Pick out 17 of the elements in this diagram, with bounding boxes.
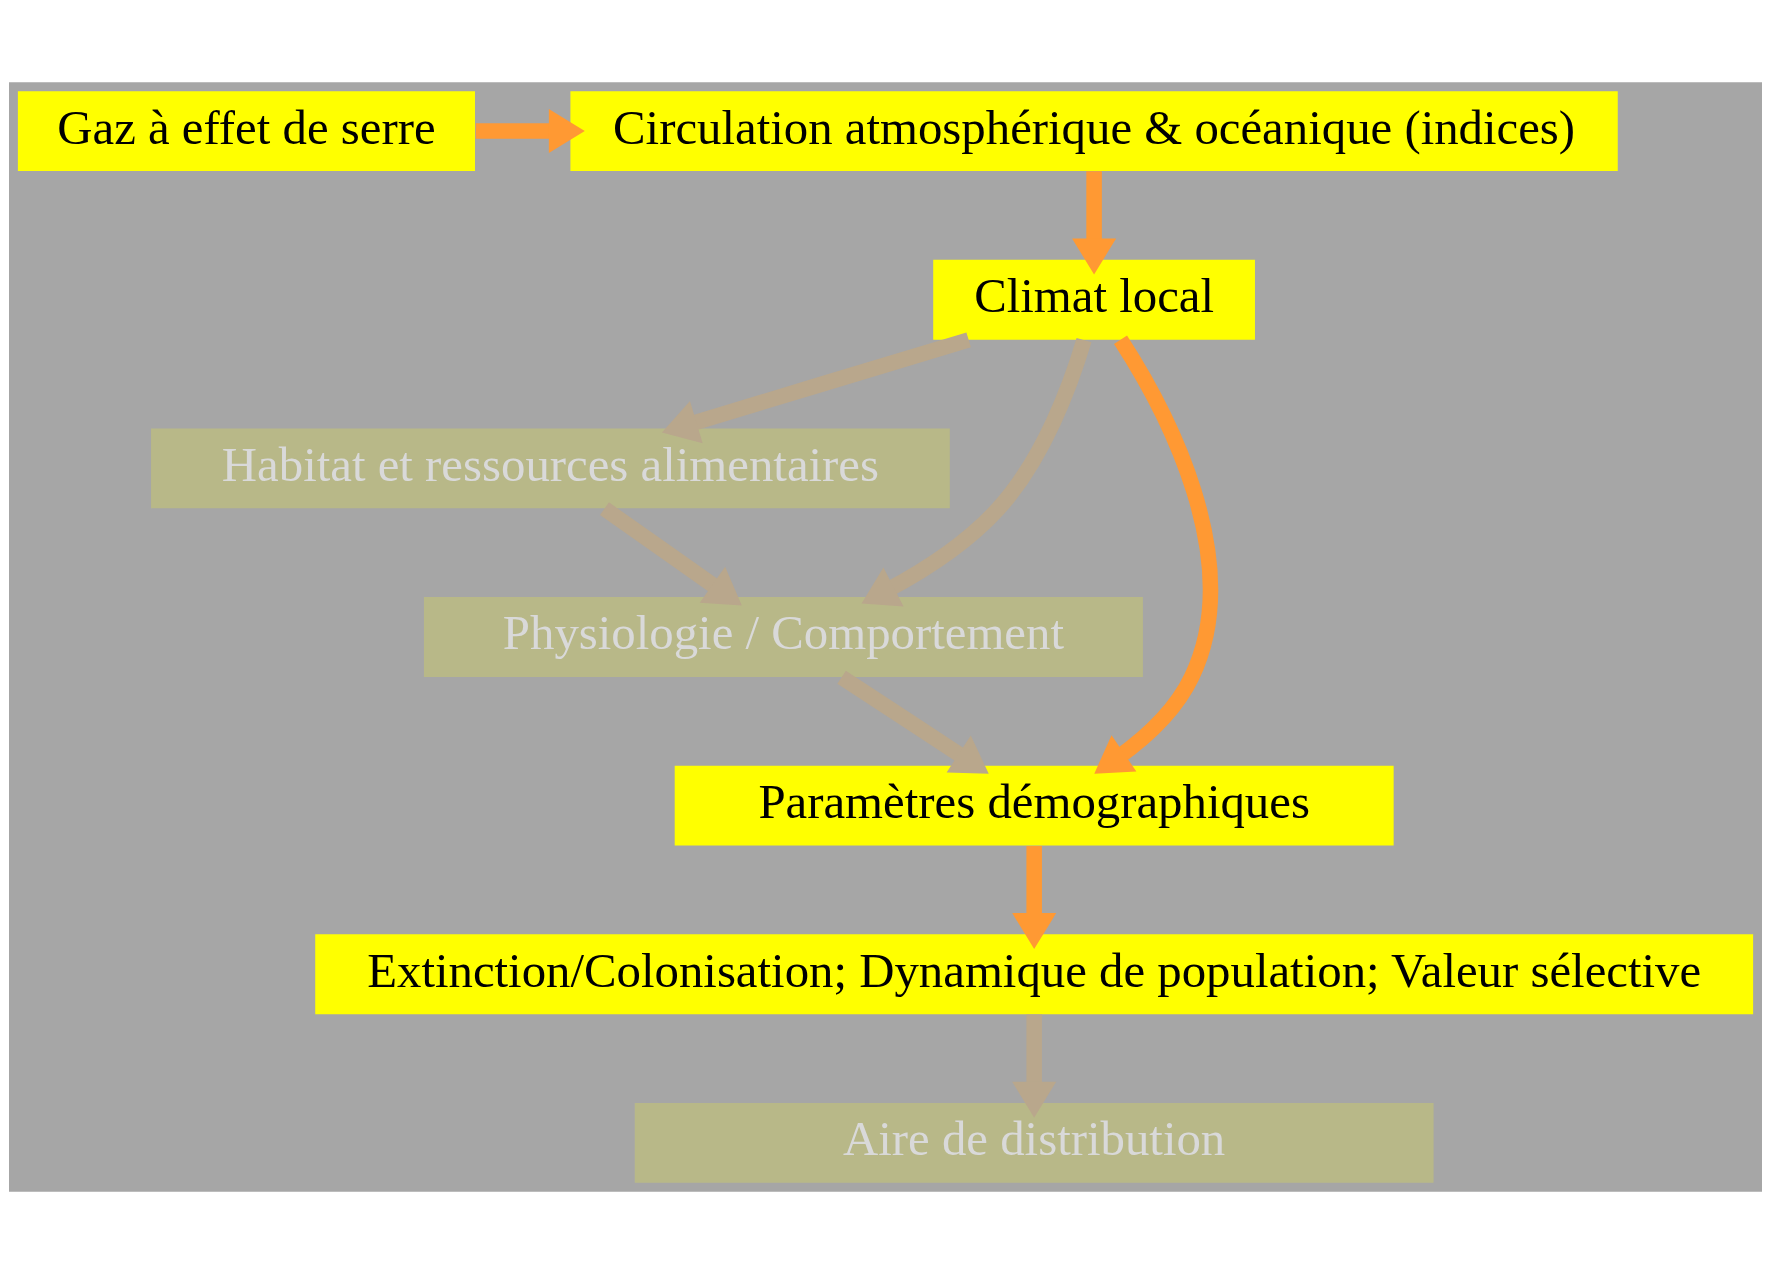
arrow (861, 337, 1091, 607)
node-box: Habitat et ressources alimentaires (150, 427, 950, 508)
node-box: Aire de distribution (634, 1102, 1434, 1183)
arrow (1011, 1014, 1056, 1118)
arrow (599, 501, 742, 605)
arrow (475, 108, 585, 153)
arrow (1071, 170, 1116, 274)
arrow (836, 670, 989, 774)
node-box: Paramètres démographiques (674, 765, 1394, 846)
arrow (661, 331, 971, 443)
arrow (1011, 845, 1056, 949)
node-box: Gaz à effet de serre (17, 90, 475, 171)
arrow (1093, 335, 1218, 774)
node-box: Physiologie / Comportement (423, 596, 1143, 677)
node-box: Extinction/Colonisation; Dynamique de population; Valeur sélective (314, 933, 1753, 1014)
node-box: Climat local (932, 259, 1255, 340)
node-box: Circulation atmosphérique & océanique (indices) (569, 90, 1618, 171)
